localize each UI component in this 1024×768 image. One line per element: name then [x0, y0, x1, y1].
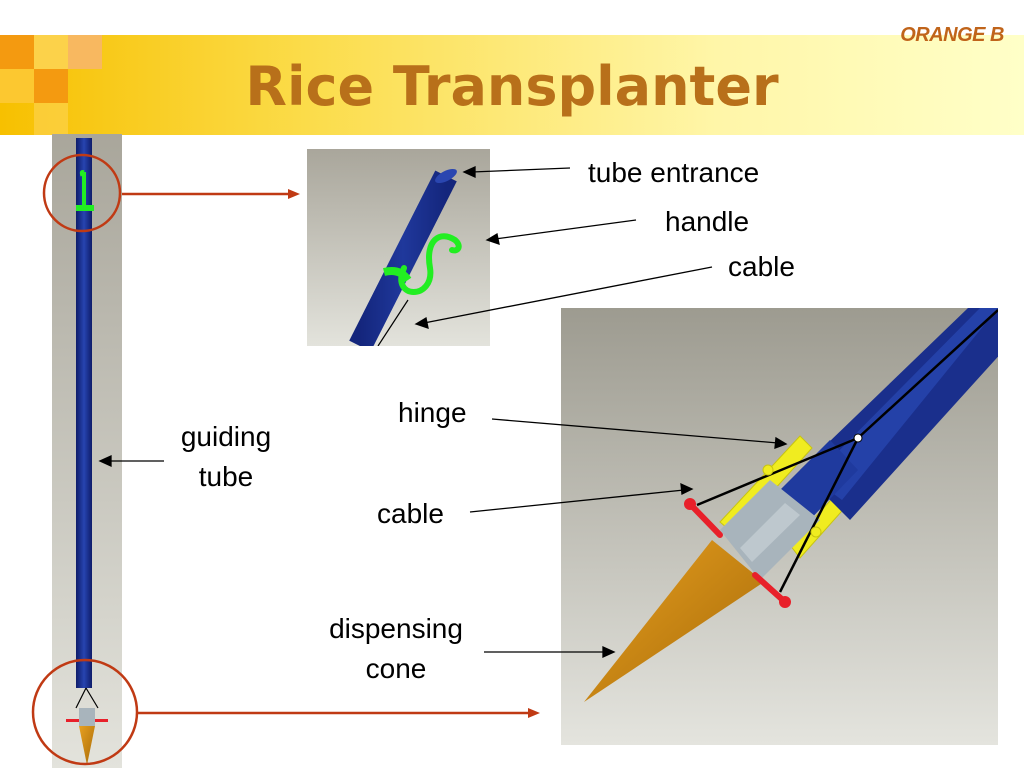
tube-entrance-inset	[307, 149, 490, 346]
label-cable-bottom: cable	[377, 498, 444, 529]
callout-arrow-bottom	[138, 708, 540, 718]
label-dispensing-cone-line2: cone	[365, 653, 427, 684]
arrow-cable-top	[414, 266, 713, 329]
page-title: Rice Transplanter	[245, 55, 779, 118]
callout-arrow-top	[122, 189, 300, 199]
callout-circle-top	[42, 153, 122, 233]
label-cable-top: cable	[728, 251, 795, 282]
label-tube-entrance: tube entrance	[588, 157, 760, 188]
callout-circle-bottom	[31, 658, 139, 766]
label-guiding-tube-line1: guiding	[180, 421, 272, 452]
arrow-tube-entrance	[462, 165, 571, 179]
handle-small	[76, 170, 94, 211]
arrow-guiding-tube	[98, 454, 164, 468]
full-tube-panel	[52, 134, 122, 768]
brand-logo: ORANGE B	[900, 24, 1004, 46]
label-guiding-tube: guiding tube	[160, 417, 292, 497]
dispensing-cone-inset	[561, 308, 998, 745]
label-guiding-tube-line2: tube	[198, 461, 254, 492]
title-banner	[0, 35, 1024, 135]
label-dispensing-cone-line1: dispensing	[329, 613, 463, 644]
arrow-hinge	[491, 418, 788, 449]
arrow-handle	[485, 219, 637, 245]
arrow-cable-bottom	[469, 482, 694, 513]
arrow-dispensing-cone	[484, 645, 616, 659]
label-handle: handle	[665, 206, 750, 237]
label-hinge: hinge	[398, 397, 467, 428]
label-dispensing-cone: dispensing cone	[310, 609, 482, 689]
